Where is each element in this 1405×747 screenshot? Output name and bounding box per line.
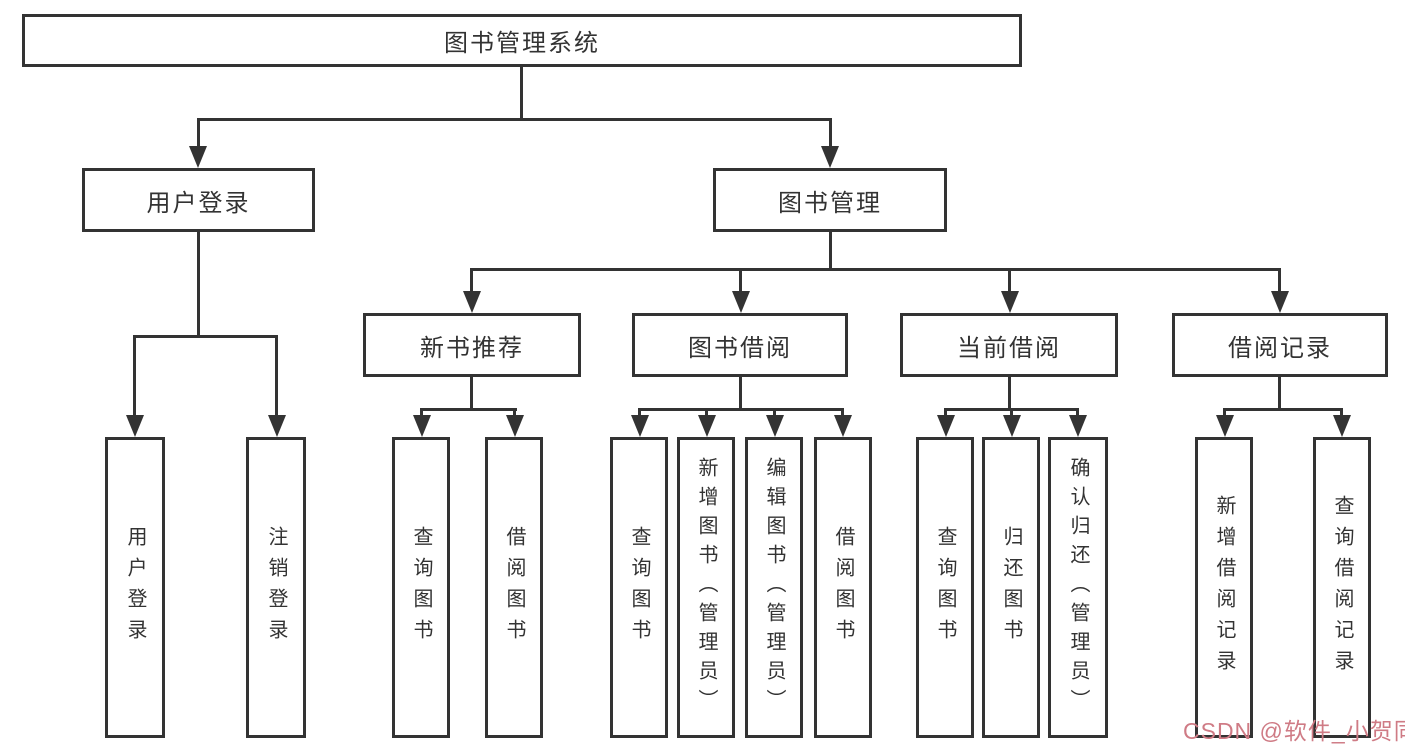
arrow-down-icon [1069, 415, 1087, 437]
leaf-return-books: 归还图书 [982, 437, 1040, 738]
leaf-query-books-newrec: 查询图书 [392, 437, 450, 738]
node-new-book-recommend: 新书推荐 [363, 313, 581, 377]
node-user-login-label: 用户登录 [146, 189, 251, 217]
connector-line [133, 335, 136, 417]
connector-line [1340, 408, 1343, 417]
connector-line [705, 408, 708, 417]
leaf-confirm-return-admin-label: 确认归还（管理员） [1067, 457, 1089, 718]
connector-line [829, 118, 832, 149]
leaf-query-borrow-record: 查询借阅记录 [1313, 437, 1371, 738]
leaf-add-borrow-record: 新增借阅记录 [1195, 437, 1253, 738]
node-root-label: 图书管理系统 [444, 30, 600, 57]
arrow-down-icon [937, 415, 955, 437]
connector-line [739, 377, 742, 411]
arrow-down-icon [268, 415, 286, 437]
connector-line [1008, 268, 1011, 293]
node-user-login: 用户登录 [82, 168, 315, 232]
connector-line [133, 335, 278, 338]
connector-line [197, 118, 832, 121]
connector-line [1278, 268, 1281, 293]
node-borrow-records: 借阅记录 [1172, 313, 1388, 377]
leaf-logout-label: 注销登录 [265, 525, 287, 650]
connector-line [944, 408, 947, 417]
connector-line [1076, 408, 1079, 417]
arrow-down-icon [1271, 291, 1289, 313]
connector-line [1223, 408, 1343, 411]
leaf-edit-books-admin-label: 编辑图书（管理员） [763, 457, 785, 718]
leaf-add-books-admin: 新增图书（管理员） [677, 437, 735, 738]
arrow-down-icon [1001, 291, 1019, 313]
arrow-down-icon [1216, 415, 1234, 437]
leaf-logout: 注销登录 [246, 437, 306, 738]
connector-line [197, 232, 200, 338]
connector-line [470, 377, 473, 411]
leaf-add-borrow-record-label: 新增借阅记录 [1213, 494, 1235, 681]
node-current-borrowing-label: 当前借阅 [957, 334, 1061, 362]
arrow-down-icon [1333, 415, 1351, 437]
connector-line [420, 408, 423, 417]
arrow-down-icon [698, 415, 716, 437]
connector-line [1223, 408, 1226, 417]
leaf-borrow-books-label: 借阅图书 [832, 525, 854, 650]
leaf-query-books-borrow: 查询图书 [610, 437, 668, 738]
connector-line [420, 408, 517, 411]
leaf-confirm-return-admin: 确认归还（管理员） [1048, 437, 1108, 738]
connector-line [638, 408, 844, 411]
leaf-query-books-newrec-label: 查询图书 [410, 525, 432, 650]
connector-line [275, 335, 278, 417]
arrow-down-icon [126, 415, 144, 437]
leaf-user-login: 用户登录 [105, 437, 165, 738]
leaf-edit-books-admin: 编辑图书（管理员） [745, 437, 803, 738]
leaf-borrow-books-newrec: 借阅图书 [485, 437, 543, 738]
arrow-down-icon [1003, 415, 1021, 437]
arrow-down-icon [631, 415, 649, 437]
connector-line [773, 408, 776, 417]
leaf-add-books-admin-label: 新增图书（管理员） [695, 457, 717, 718]
leaf-return-books-label: 归还图书 [1000, 525, 1022, 650]
leaf-user-login-label: 用户登录 [124, 525, 146, 650]
arrow-down-icon [413, 415, 431, 437]
connector-line [1010, 408, 1013, 417]
connector-line [1278, 377, 1281, 411]
node-book-management-label: 图书管理 [778, 189, 882, 217]
arrow-down-icon [732, 291, 750, 313]
node-new-book-recommend-label: 新书推荐 [420, 334, 524, 362]
leaf-query-borrow-record-label: 查询借阅记录 [1331, 494, 1353, 681]
leaf-query-books-current-label: 查询图书 [934, 525, 956, 650]
connector-line [1008, 377, 1011, 411]
node-book-borrowing-label: 图书借阅 [688, 334, 792, 362]
connector-line [638, 408, 641, 417]
node-book-management: 图书管理 [713, 168, 947, 232]
connector-line [513, 408, 516, 417]
node-current-borrowing: 当前借阅 [900, 313, 1118, 377]
connector-line [470, 268, 473, 293]
connector-line [829, 232, 832, 271]
connector-line [739, 268, 742, 293]
csdn-watermark: CSDN @软件_小贺同学 [1183, 718, 1405, 744]
leaf-query-books-current: 查询图书 [916, 437, 974, 738]
arrow-down-icon [834, 415, 852, 437]
node-root: 图书管理系统 [22, 14, 1022, 67]
connector-line [470, 268, 1281, 271]
connector-line [520, 67, 523, 120]
node-book-borrowing: 图书借阅 [632, 313, 848, 377]
arrow-down-icon [506, 415, 524, 437]
leaf-query-books-borrow-label: 查询图书 [628, 525, 650, 650]
connector-line [841, 408, 844, 417]
connector-line [197, 118, 200, 149]
arrow-down-icon [766, 415, 784, 437]
node-borrow-records-label: 借阅记录 [1228, 334, 1332, 362]
leaf-borrow-books-newrec-label: 借阅图书 [503, 525, 525, 650]
leaf-borrow-books: 借阅图书 [814, 437, 872, 738]
arrow-down-icon [821, 146, 839, 168]
arrow-down-icon [463, 291, 481, 313]
arrow-down-icon [189, 146, 207, 168]
